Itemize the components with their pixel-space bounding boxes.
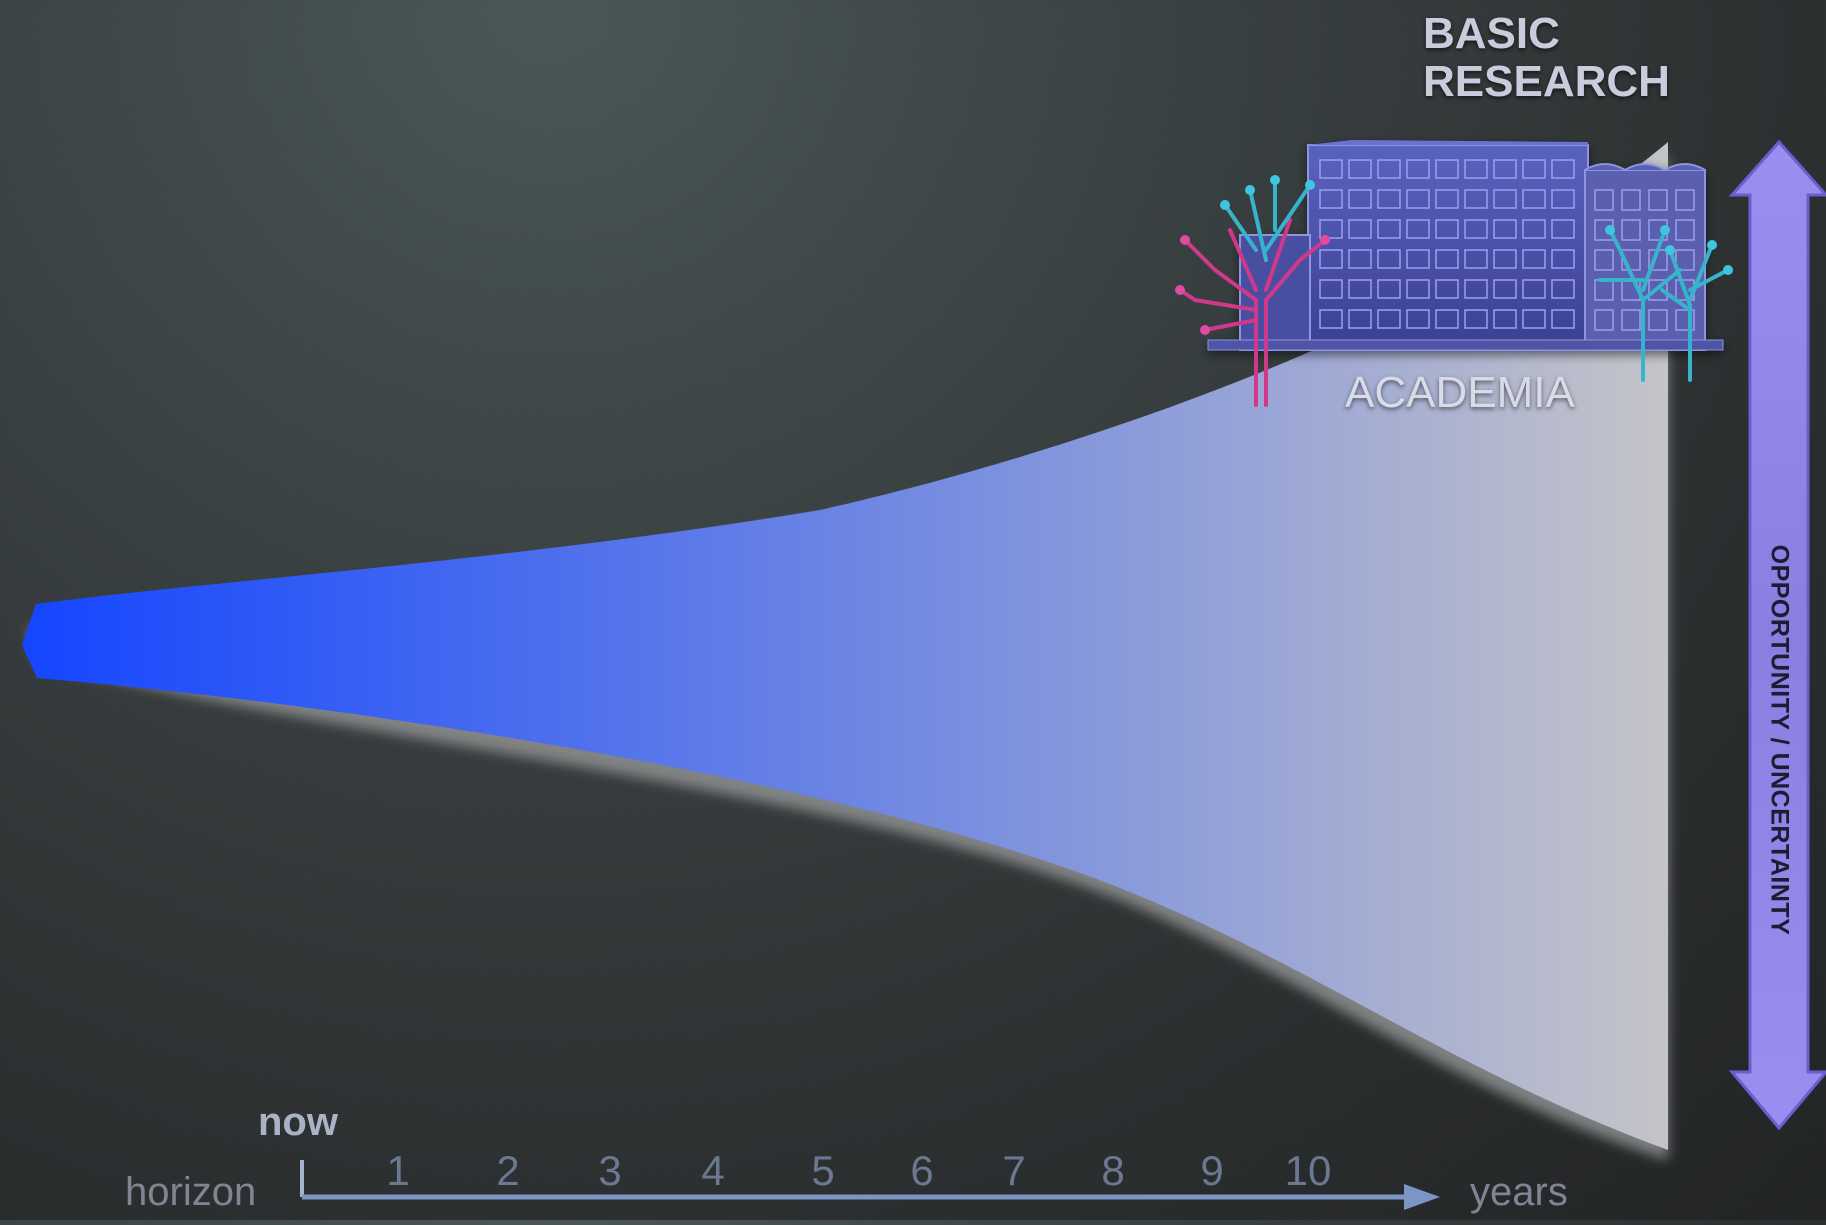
timeline-tick-label: 9 — [1200, 1147, 1223, 1194]
heading-line-1: BASIC — [1423, 9, 1560, 58]
timeline-tick-label: 3 — [598, 1147, 621, 1194]
years-label: years — [1470, 1170, 1568, 1214]
timeline-tick-label: 2 — [496, 1147, 519, 1194]
horizon-label: horizon — [125, 1170, 257, 1214]
timeline-axis — [300, 1160, 1440, 1210]
timeline-tick-label: 1 — [386, 1147, 409, 1194]
side-arrow-label: OPPORTUNITY / UNCERTAINTY — [1765, 544, 1794, 936]
building-icon — [1207, 140, 1724, 351]
timeline-tick-label: 10 — [1285, 1147, 1332, 1194]
academia-label: ACADEMIA — [1345, 368, 1575, 417]
heading-line-2: RESEARCH — [1423, 57, 1670, 106]
opportunity-uncertainty-arrow — [1728, 139, 1826, 1131]
timeline-tick-label: 8 — [1101, 1147, 1124, 1194]
timeline-tick-label: 7 — [1002, 1147, 1025, 1194]
timeline-tick-label: 6 — [910, 1147, 933, 1194]
now-label: now — [258, 1100, 338, 1144]
timeline-tick-label: 4 — [701, 1147, 724, 1194]
axis-arrowhead — [1404, 1184, 1440, 1210]
tree-icon — [1175, 175, 1733, 407]
heading: BASIC RESEARCH — [1423, 10, 1670, 106]
timeline-tick-label: 5 — [811, 1147, 834, 1194]
